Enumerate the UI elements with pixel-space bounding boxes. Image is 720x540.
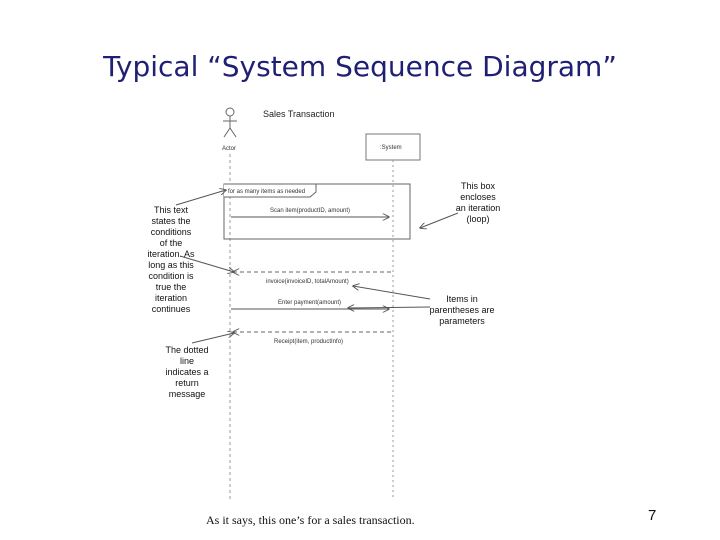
annotation-parameters: Items in parentheses are parameters	[429, 294, 494, 326]
annotation-loop-box: This box encloses an iteration (loop)	[456, 181, 501, 224]
slide-title: Typical “System Sequence Diagram”	[103, 50, 617, 83]
message-label-4: Receipt(item, productInfo)	[274, 339, 343, 345]
svg-text:conditions: conditions	[151, 227, 192, 237]
annotation-condition-text: This text states the conditions of the i…	[147, 205, 195, 314]
svg-text:The dotted: The dotted	[165, 345, 208, 355]
actor-figure	[223, 107, 237, 138]
svg-text:true the: true the	[156, 282, 187, 292]
svg-text:condition is: condition is	[148, 271, 194, 281]
svg-text:(loop): (loop)	[466, 214, 489, 224]
svg-text:iteration: iteration	[155, 293, 187, 303]
svg-text:continues: continues	[152, 304, 191, 314]
svg-text:long as this: long as this	[148, 260, 194, 270]
loop-condition-tab	[224, 183, 317, 198]
svg-text:iteration. As: iteration. As	[147, 249, 195, 259]
svg-text:This box: This box	[461, 181, 496, 191]
message-label-2: invoice(invoiceID, totalAmount)	[266, 279, 349, 285]
slide-caption: As it says, this one’s for a sales trans…	[206, 513, 415, 527]
svg-text:message: message	[169, 389, 206, 399]
message-label-1: Scan item(productID, amount)	[270, 208, 350, 214]
arrow-to-loop-box	[420, 212, 459, 228]
svg-text:indicates a: indicates a	[165, 367, 208, 377]
system-label: :System	[380, 145, 402, 151]
arrow-to-dotted-line	[191, 333, 234, 344]
arrow-condition-to-return	[179, 255, 234, 272]
svg-text:an iteration: an iteration	[456, 203, 501, 213]
message-label-3: Enter payment(amount)	[278, 300, 341, 306]
arrow-condition-to-tab	[175, 190, 226, 206]
svg-text:states the: states the	[151, 216, 190, 226]
svg-text:line: line	[180, 356, 194, 366]
actor-label: Actor	[222, 146, 236, 152]
arrow-params-lower	[348, 307, 431, 308]
svg-text:This text: This text	[154, 205, 189, 215]
system-box	[365, 133, 421, 161]
svg-text:Items in: Items in	[446, 294, 478, 304]
loop-frame	[223, 183, 411, 240]
svg-text:of the: of the	[160, 238, 183, 248]
page-number: 7	[648, 507, 657, 524]
svg-text:encloses: encloses	[460, 192, 496, 202]
svg-text:return: return	[175, 378, 199, 388]
arrow-params-upper	[353, 286, 431, 300]
svg-text:parameters: parameters	[439, 316, 485, 326]
svg-text:parentheses are: parentheses are	[429, 305, 494, 315]
diagram-heading: Sales Transaction	[263, 109, 335, 119]
loop-condition: for as many items as needed	[228, 189, 305, 195]
annotation-dotted-line: The dotted line indicates a return messa…	[165, 345, 208, 399]
